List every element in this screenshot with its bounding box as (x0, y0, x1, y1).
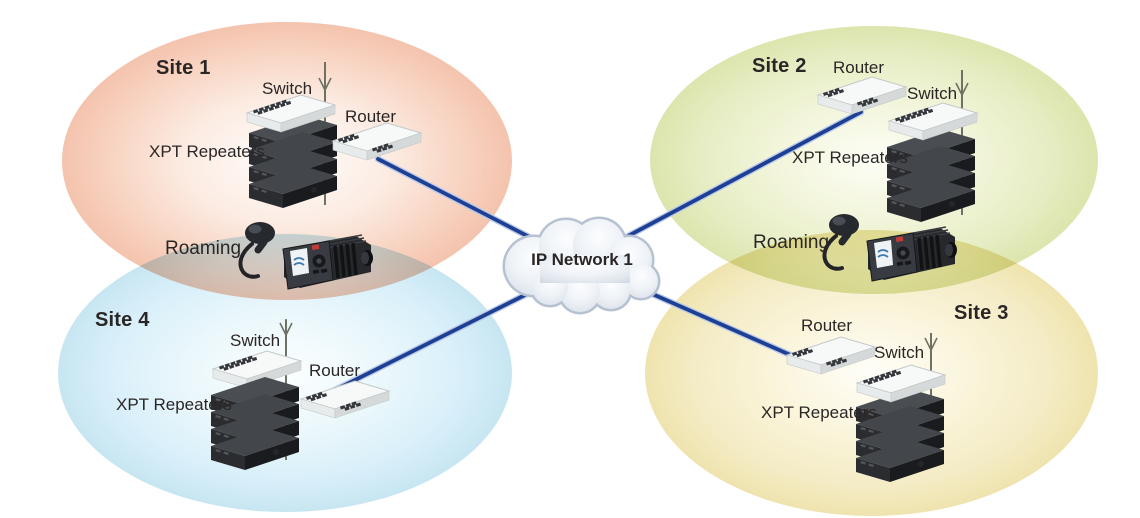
site2-repeaters-label: XPT Repeaters (792, 148, 908, 167)
link-site2 (596, 110, 863, 254)
site3-repeaters-label: XPT Repeaters (761, 403, 877, 422)
roaming-label-right: Roaming (753, 232, 830, 253)
site2-devices (817, 70, 978, 222)
site4-router-label: Router (309, 361, 361, 380)
site3-switch-label: Switch (874, 343, 925, 362)
site2-router-label: Router (833, 58, 885, 77)
antenna-tick-icon (924, 333, 938, 351)
site3-title: Site 3 (954, 302, 1009, 324)
site4-repeaters-label: XPT Repeaters (116, 395, 232, 414)
mobile-radio-icon (824, 214, 957, 281)
xpt-repeaters-icon (211, 377, 299, 470)
site3-router-label: Router (801, 316, 853, 335)
ip-network-label: IP Network 1 (531, 250, 633, 269)
ip-network-cloud-icon (502, 216, 661, 315)
antenna-tick-icon (279, 318, 293, 336)
link-site4 (309, 274, 565, 404)
site1-title: Site 1 (156, 57, 211, 79)
roaming-label-left: Roaming (165, 238, 242, 259)
router-icon (332, 122, 422, 161)
switch-icon (888, 102, 978, 141)
router-icon (300, 380, 390, 419)
site1-devices (246, 62, 422, 208)
site1-switch-label: Switch (262, 79, 313, 98)
site4-devices (211, 318, 390, 470)
site4-title: Site 4 (95, 309, 150, 331)
site1-repeaters-label: XPT Repeaters (149, 142, 265, 161)
mobile-radio-icon (240, 222, 373, 289)
router-icon (786, 336, 876, 375)
router-icon (817, 76, 907, 115)
site2-title: Site 2 (752, 55, 807, 77)
site1-router-label: Router (345, 107, 397, 126)
antenna-tick-icon (318, 73, 332, 91)
site3-devices (786, 333, 946, 482)
xpt-repeaters-icon (887, 129, 975, 222)
site2-switch-label: Switch (907, 84, 958, 103)
site4-switch-label: Switch (230, 331, 281, 350)
antenna-tick-icon (955, 78, 969, 96)
